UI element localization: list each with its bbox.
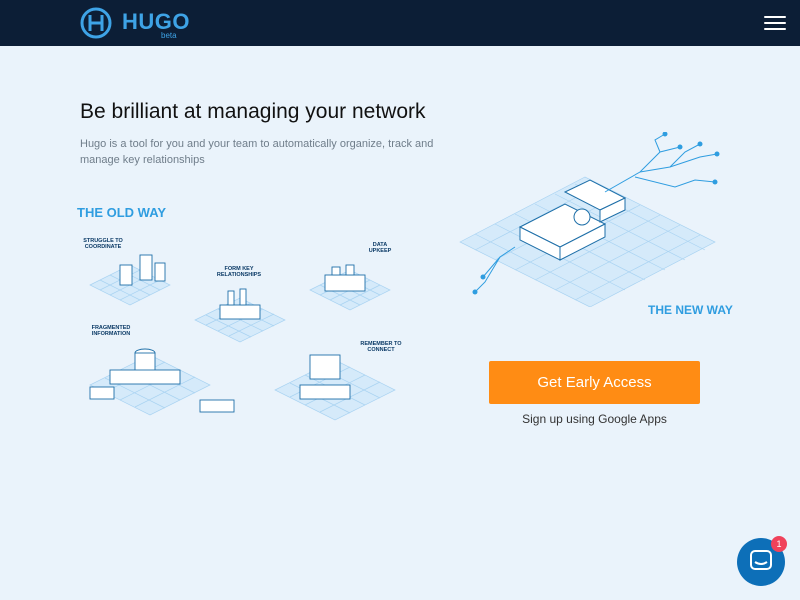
top-nav: HUGO beta (0, 0, 800, 46)
callout-data-upkeep: DATA UPKEEP (368, 242, 392, 254)
beta-badge: beta (161, 31, 177, 40)
callout-struggle: STRUGGLE TO COORDINATE (83, 238, 123, 250)
new-way-illustration (459, 132, 720, 307)
page-title: Be brilliant at managing your network (80, 100, 426, 123)
hugo-logo-icon[interactable] (80, 7, 220, 41)
google-signup-link[interactable]: Sign up using Google Apps (522, 412, 667, 426)
callout-relationships: FORM KEY RELATIONSHIPS (216, 266, 262, 278)
hero-subtitle: Hugo is a tool for you and your team to … (80, 138, 434, 166)
callout-fragmented: FRAGMENTED INFORMATION (91, 325, 131, 337)
old-way-label: THE OLD WAY (77, 205, 167, 220)
old-way-illustration (89, 254, 396, 421)
new-way-label: THE NEW WAY (648, 303, 733, 317)
notification-badge: 1 (771, 536, 787, 552)
logo-text[interactable]: HUGO (122, 9, 190, 34)
chat-bubble-icon (750, 550, 772, 570)
hamburger-menu-icon[interactable] (764, 13, 786, 33)
get-early-access-button[interactable]: Get Early Access (489, 361, 700, 404)
callout-remember: REMEMBER TO CONNECT (360, 341, 402, 353)
